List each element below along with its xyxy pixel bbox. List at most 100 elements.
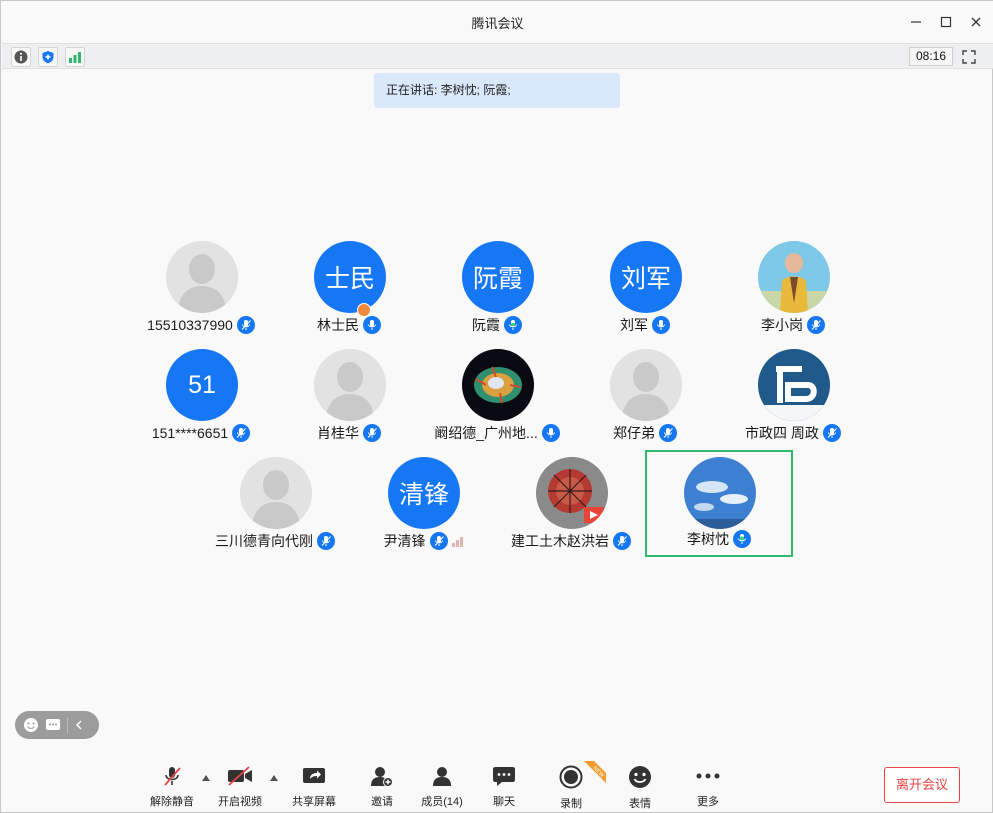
text-avatar: 清锋 — [388, 457, 460, 529]
mic-muted-icon — [659, 424, 677, 442]
maximize-button[interactable] — [935, 11, 957, 33]
photo-avatar — [758, 349, 830, 421]
photo-avatar — [536, 457, 608, 529]
participant-tile[interactable]: 建工土木赵洪岩 — [497, 457, 645, 565]
unmute-label: 解除静音 — [150, 796, 194, 808]
participant-tile[interactable]: 15510337990 — [127, 241, 275, 349]
more-button[interactable]: 更多 — [678, 765, 738, 809]
default-avatar — [314, 349, 386, 421]
collapse-chevron-icon[interactable] — [67, 717, 83, 733]
mic-muted-icon — [363, 424, 381, 442]
more-dots-icon — [695, 765, 721, 787]
more-label: 更多 — [697, 796, 719, 808]
text-avatar: 士民 — [314, 241, 386, 313]
participant-tile[interactable]: 三川德青向代刚 — [201, 457, 349, 565]
participant-name: 刘军 — [620, 317, 648, 333]
share-screen-button[interactable]: 共享屏幕 — [284, 765, 344, 809]
record-label: 录制 — [560, 798, 582, 810]
participant-tile[interactable]: 士民 林士民 — [275, 241, 423, 349]
invite-label: 邀请 — [371, 796, 393, 808]
participant-name: 15510337990 — [147, 317, 233, 333]
info-icon — [14, 50, 28, 64]
default-avatar — [240, 457, 312, 529]
participant-tile[interactable]: 清锋 尹清锋 — [349, 457, 497, 565]
video-options-caret-icon[interactable] — [270, 775, 278, 781]
chat-icon — [491, 765, 517, 787]
close-button[interactable] — [965, 11, 987, 33]
info-bar: 08:16 — [2, 43, 993, 69]
mic-active-icon — [504, 316, 522, 334]
share-screen-label: 共享屏幕 — [292, 796, 336, 808]
photo-avatar — [684, 457, 756, 529]
minimize-icon — [911, 21, 921, 23]
members-icon — [429, 765, 455, 787]
quick-reactions-bar[interactable] — [15, 711, 99, 739]
mic-muted-icon — [429, 532, 448, 550]
mic-muted-icon — [363, 316, 381, 334]
participant-tile-active-speaker[interactable]: 李树忱 — [645, 450, 793, 557]
shield-icon — [42, 51, 54, 64]
record-icon — [558, 765, 584, 789]
mic-off-icon — [159, 765, 185, 787]
members-label: 成员(14) — [421, 796, 463, 808]
mic-muted-icon — [807, 316, 825, 334]
participant-tile[interactable]: 阚绍德_广州地... — [423, 349, 571, 457]
weak-signal-icon — [451, 535, 463, 547]
participant-name: 肖桂华 — [317, 425, 359, 441]
chat-button[interactable]: 聊天 — [474, 765, 534, 809]
bullet-chat-icon[interactable] — [45, 717, 61, 733]
participant-tile[interactable]: 郑仔弟 — [571, 349, 719, 457]
participant-name: 尹清锋 — [383, 533, 426, 549]
add-user-icon — [369, 765, 395, 787]
participant-name: 李小岗 — [761, 317, 803, 333]
participant-tile[interactable]: 阮霞 阮霞 — [423, 241, 571, 349]
speaking-indicator: 正在讲话: 李树忱; 阮霞; — [374, 73, 620, 108]
photo-avatar — [462, 349, 534, 421]
photo-avatar — [758, 241, 830, 313]
participant-name: 151****6651 — [151, 425, 229, 441]
participant-name: 市政四 周政 — [745, 425, 819, 441]
start-video-button[interactable]: 开启视频 — [210, 765, 270, 809]
participant-name: 阚绍德_广州地... — [434, 425, 538, 441]
share-screen-icon — [301, 765, 327, 787]
emoji-icon — [627, 765, 653, 789]
participant-tile[interactable]: 51 151****6651 — [127, 349, 275, 457]
reactions-button[interactable]: 表情 — [610, 765, 670, 810]
invite-button[interactable]: 邀请 — [352, 765, 412, 809]
leave-meeting-button[interactable]: 离开会议 — [884, 767, 960, 803]
close-icon — [971, 17, 981, 27]
network-status-button[interactable] — [65, 47, 85, 67]
text-avatar: 刘军 — [610, 241, 682, 313]
mic-muted-icon — [236, 316, 255, 334]
participant-tile[interactable]: 肖桂华 — [275, 349, 423, 457]
new-badge-icon: NEW — [584, 761, 606, 783]
fullscreen-button[interactable] — [959, 47, 979, 67]
start-video-label: 开启视频 — [218, 796, 262, 808]
participant-tile[interactable]: 刘军 刘军 — [571, 241, 719, 349]
record-button[interactable]: 录制 — [541, 765, 601, 810]
mic-muted-icon — [541, 424, 560, 442]
security-button[interactable] — [38, 47, 58, 67]
meeting-info-button[interactable] — [11, 47, 31, 67]
default-avatar — [610, 349, 682, 421]
bottom-toolbar: 解除静音 开启视频 共享屏幕 邀请 成员(14) 聊天 录制 — [1, 761, 993, 811]
mic-muted-icon — [652, 316, 670, 334]
participant-name: 李树忱 — [687, 531, 729, 547]
audio-options-caret-icon[interactable] — [202, 775, 210, 781]
fullscreen-icon — [962, 50, 976, 64]
minimize-button[interactable] — [905, 11, 927, 33]
participant-tile[interactable]: 李小岗 — [719, 241, 867, 349]
participant-tile[interactable]: 市政四 周政 — [719, 349, 867, 457]
members-button[interactable]: 成员(14) — [412, 765, 472, 809]
mic-muted-icon — [613, 532, 631, 550]
emoji-icon[interactable] — [23, 717, 39, 733]
participant-name: 阮霞 — [472, 317, 500, 333]
signal-icon — [69, 52, 81, 63]
text-avatar: 阮霞 — [462, 241, 534, 313]
unmute-button[interactable]: 解除静音 — [142, 765, 202, 809]
mic-muted-icon — [232, 424, 251, 442]
mic-muted-icon — [822, 424, 841, 442]
text-avatar: 51 — [166, 349, 238, 421]
chat-label: 聊天 — [493, 796, 515, 808]
